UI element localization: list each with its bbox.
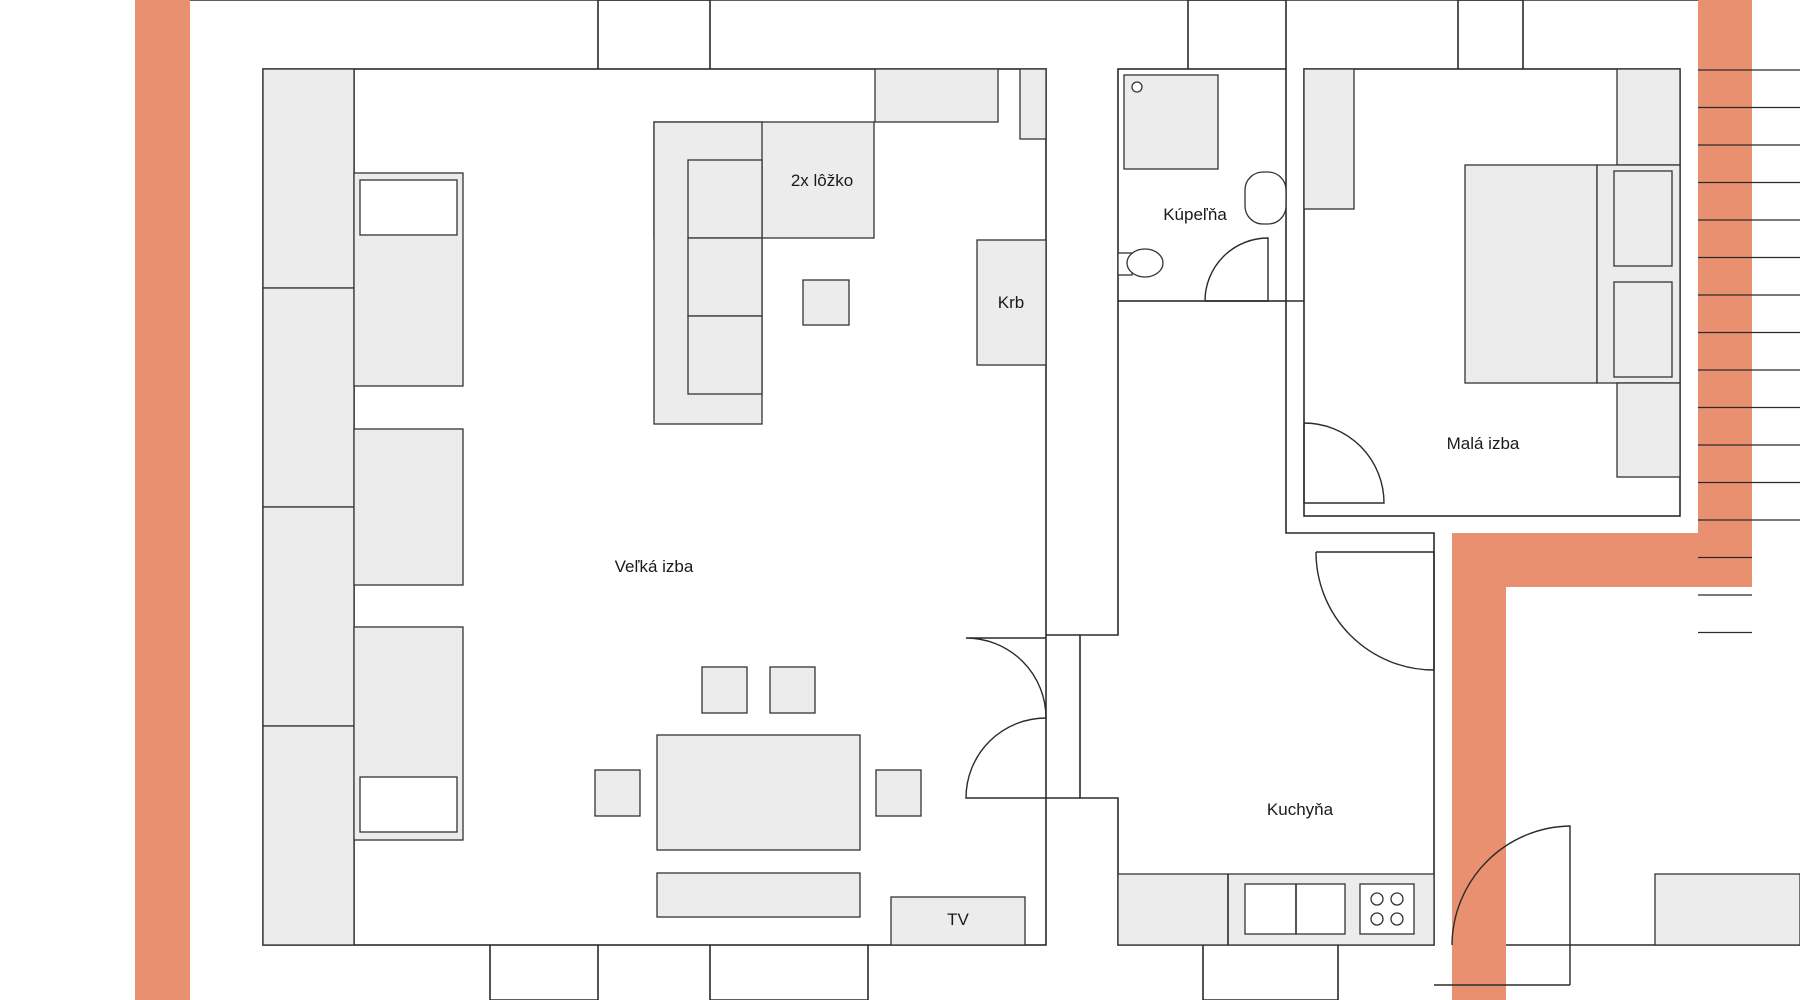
wardrobe-3 [262,506,355,727]
window-top-right [1457,0,1524,69]
counter-right [1654,873,1800,946]
window-top-bath [1187,0,1287,69]
nightstand [1616,382,1681,478]
dining-table [656,734,861,851]
pillow-1 [359,179,458,236]
fireplace [976,239,1047,366]
shower-drain [1131,81,1143,93]
chair-right [875,769,922,817]
door-arc-lower [965,717,1047,799]
wardrobe-2 [262,287,355,508]
kitchen-sink-frame [1244,883,1346,935]
dining-set [594,666,922,918]
mala-izba-door [1303,422,1385,504]
wall-corridor [1079,301,1435,946]
kuchyna-label: Kuchyňa [1267,800,1334,819]
accent-wall-right-lower [1452,533,1506,1000]
burner-3 [1370,912,1384,926]
exterior-accent-walls [135,0,1752,1000]
door-arc-upper [965,637,1047,719]
sofa-bed-label: 2x lôžko [791,171,853,190]
sink [1244,171,1287,225]
cabinet-right-top [1616,68,1681,166]
fireplace-label: Krb [998,293,1024,312]
window-bottom-kitchen [1202,945,1339,1000]
mala-izba-label: Malá izba [1447,434,1520,453]
burner-4 [1390,912,1404,926]
sofa-cushion-1 [687,159,763,239]
window-bottom-2 [709,945,869,1000]
burner-2 [1390,892,1404,906]
accent-wall-right-upper [1698,0,1752,587]
window-bottom-1 [489,945,599,1000]
wardrobes [262,68,355,946]
mala-izba-furniture: Malá izba [1303,68,1681,504]
pillow-a [1613,170,1673,267]
shelf-small [1019,68,1047,140]
shelf-top [874,68,999,123]
accent-wall-left [135,0,190,1000]
cooktop [1359,883,1415,935]
bench [656,872,861,918]
bed-2 [353,428,464,586]
chair-left [594,769,641,817]
kupelna-label: Kúpeľňa [1163,205,1227,224]
pillow-3 [359,776,458,833]
sofa-cushion-3 [687,315,763,395]
chair-top-2 [769,666,816,714]
double-door [965,637,1047,799]
tv-stand [890,896,1026,946]
tv-label: TV [947,910,969,929]
pillow-b [1613,281,1673,378]
stairs [1698,69,1800,634]
window-top-left [597,0,711,69]
cabinet-left [1303,68,1355,210]
wardrobe-1 [262,68,355,289]
sofa-bed-group: 2x lôžko [653,68,1047,425]
sofa-cushion-2 [687,237,763,317]
chair-top-1 [701,666,748,714]
wardrobe-4 [262,725,355,946]
kitchen-fixtures: Kuchyňa [1117,551,1435,946]
beds-velka-izba [353,172,464,841]
bathroom-door [1204,237,1269,302]
kitchen-door [1315,551,1435,671]
double-bed [1464,164,1598,384]
bathroom-fixtures: Kúpeľňa [1117,74,1287,302]
coffee-table [802,279,850,326]
velka-izba-label: Veľká izba [615,557,694,576]
toilet-bowl [1126,248,1164,278]
entry-door [1451,825,1571,985]
burner-1 [1370,892,1384,906]
